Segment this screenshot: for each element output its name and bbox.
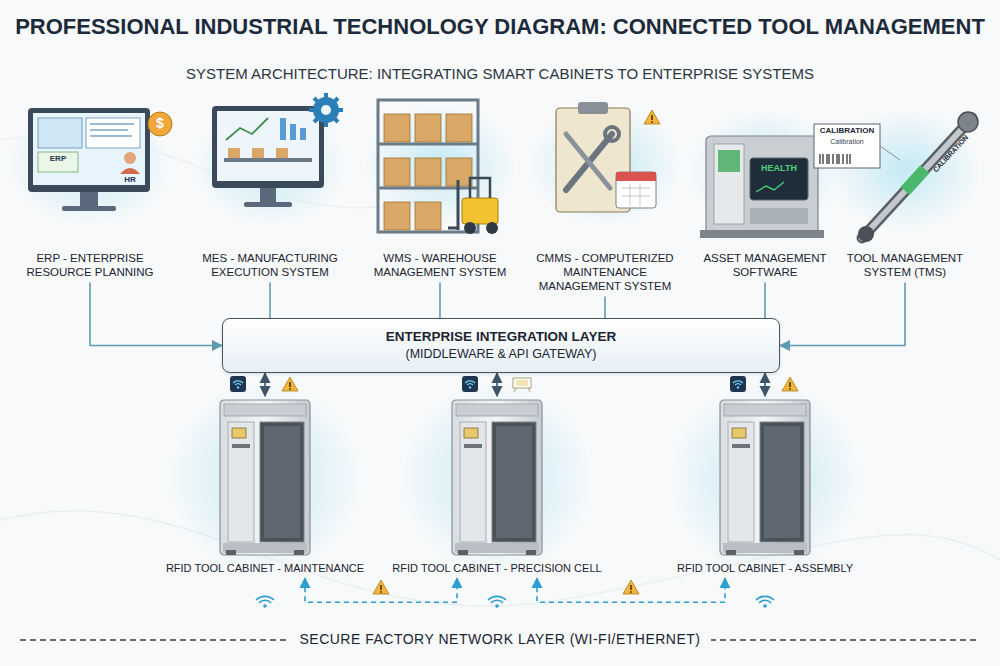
connector bbox=[780, 283, 905, 346]
subtitle: SYSTEM ARCHITECTURE: INTEGRATING SMART C… bbox=[186, 66, 814, 83]
connector bbox=[264, 373, 266, 396]
tag-text: CALIBRATION bbox=[820, 127, 875, 136]
currency-symbol: $ bbox=[156, 116, 164, 131]
node-label: CMMS - COMPUTERIZED MAINTENANCE MANAGEME… bbox=[530, 252, 680, 293]
diagram-title: PROFESSIONAL INDUSTRIAL TECHNOLOGY DIAGR… bbox=[0, 14, 1000, 40]
screen-text: ERP bbox=[50, 155, 66, 164]
cabinet-node: RFID TOOL CABINET - MAINTENANCE bbox=[152, 396, 378, 578]
connector bbox=[496, 373, 498, 396]
node-label: ASSET MANAGEMENT SOFTWARE bbox=[695, 252, 835, 280]
connector bbox=[439, 283, 441, 318]
connector bbox=[90, 283, 222, 346]
screen-text: HEALTH bbox=[761, 164, 797, 174]
tag-text: Calibration bbox=[830, 138, 863, 146]
node-label: RFID TOOL CABINET - MAINTENANCE bbox=[152, 562, 378, 575]
node-label: MES - MANUFACTURING EXECUTION SYSTEM bbox=[195, 252, 345, 280]
screen-text: HR bbox=[124, 176, 136, 185]
system-node: TOOL MANAGEMENT SYSTEM (TMS) bbox=[835, 96, 975, 283]
system-node: ERP - ENTERPRISE RESOURCE PLANNING bbox=[15, 96, 165, 283]
system-node: CMMS - COMPUTERIZED MAINTENANCE MANAGEME… bbox=[530, 96, 680, 296]
integration-layer-box: ENTERPRISE INTEGRATION LAYER(MIDDLEWARE … bbox=[222, 318, 780, 373]
connector bbox=[764, 283, 766, 318]
system-node: ASSET MANAGEMENT SOFTWARE bbox=[695, 96, 835, 283]
node-label: RFID TOOL CABINET - PRECISION CELL bbox=[384, 562, 610, 575]
connector bbox=[764, 373, 766, 396]
cabinet-node: RFID TOOL CABINET - PRECISION CELL bbox=[384, 396, 610, 578]
system-node: MES - MANUFACTURING EXECUTION SYSTEM bbox=[195, 96, 345, 283]
node-label: ERP - ENTERPRISE RESOURCE PLANNING bbox=[15, 252, 165, 280]
connector bbox=[305, 578, 457, 602]
layer-heading: ENTERPRISE INTEGRATION LAYER bbox=[233, 328, 769, 346]
system-node: WMS - WAREHOUSE MANAGEMENT SYSTEM bbox=[365, 96, 515, 283]
node-label: RFID TOOL CABINET - ASSEMBLY bbox=[652, 562, 878, 575]
connector bbox=[269, 283, 271, 318]
layer-subheading: (MIDDLEWARE & API GATEWAY) bbox=[233, 346, 769, 363]
network-layer-label: SECURE FACTORY NETWORK LAYER (WI-FI/ETHE… bbox=[289, 632, 710, 647]
connector bbox=[604, 296, 606, 318]
cabinet-node: RFID TOOL CABINET - ASSEMBLY bbox=[652, 396, 878, 578]
connector bbox=[537, 578, 725, 602]
node-label: WMS - WAREHOUSE MANAGEMENT SYSTEM bbox=[365, 252, 515, 280]
node-label: TOOL MANAGEMENT SYSTEM (TMS) bbox=[835, 252, 975, 280]
